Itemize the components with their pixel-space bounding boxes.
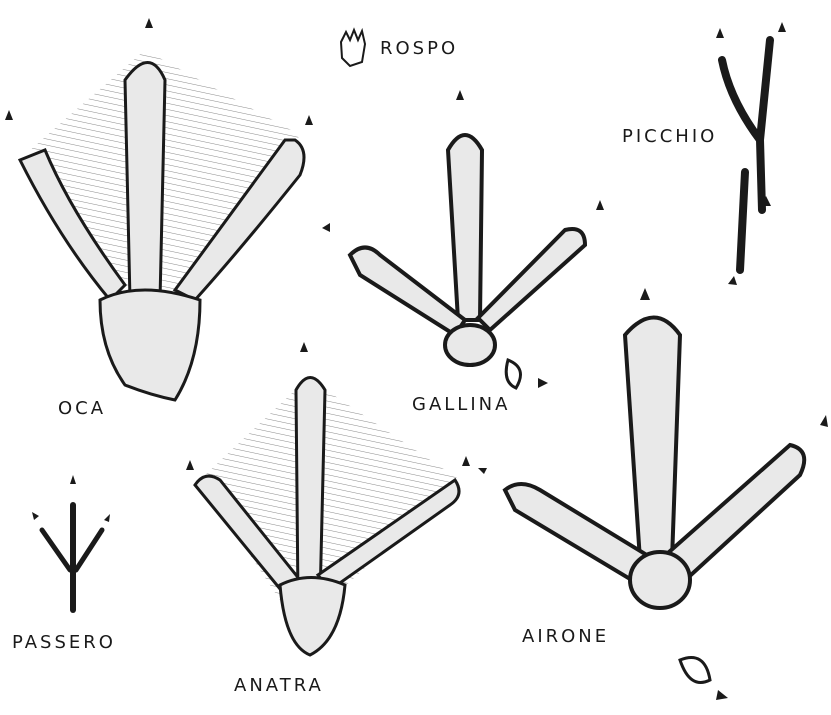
rospo-footprint [341, 30, 365, 66]
label-gallina: GALLINA [412, 394, 510, 415]
gallina-footprint [322, 90, 604, 388]
anatra-footprint [186, 342, 470, 655]
picchio-footprint [716, 22, 786, 285]
passero-footprint [32, 475, 110, 610]
label-rospo: ROSPO [380, 38, 458, 59]
label-picchio: PICCHIO [622, 126, 717, 147]
label-passero: PASSERO [12, 632, 116, 653]
label-airone: AIRONE [522, 626, 609, 647]
label-anatra: ANATRA [234, 675, 324, 696]
oca-footprint [5, 18, 313, 400]
label-oca: OCA [58, 398, 106, 419]
